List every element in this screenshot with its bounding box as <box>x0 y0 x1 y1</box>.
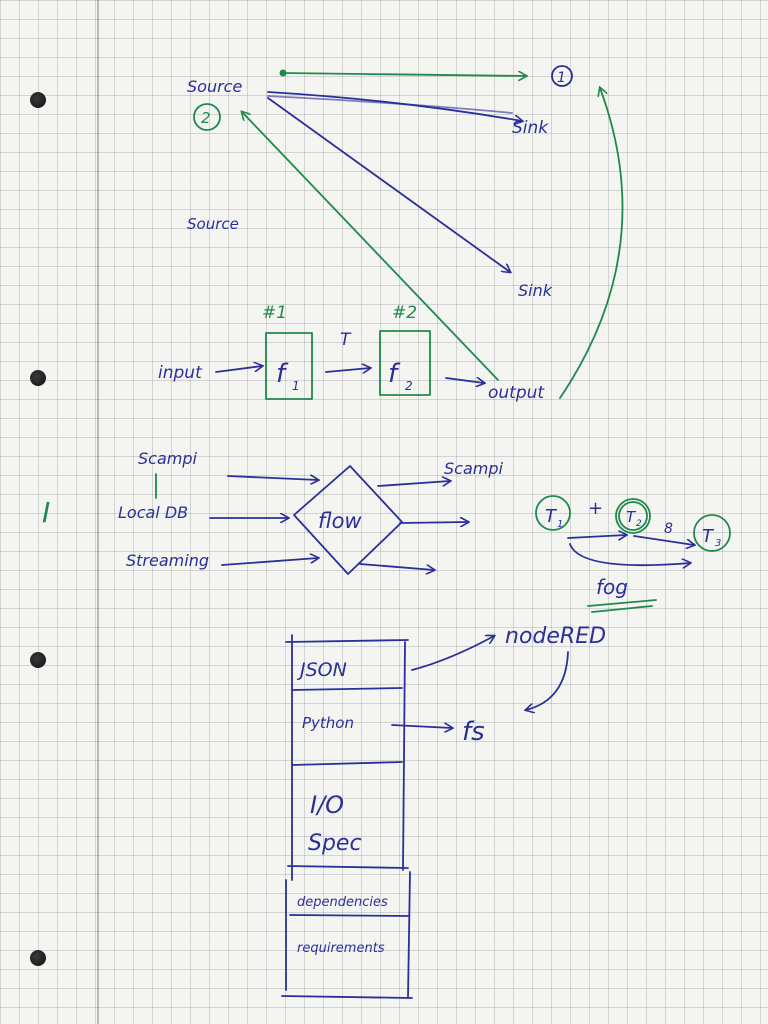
row-requirements: requirements <box>297 941 385 956</box>
input-streaming: Streaming <box>126 551 209 570</box>
edge-t1-to-t3 <box>569 543 690 565</box>
source-mid-label: Source <box>187 215 239 233</box>
fog-label: fog <box>596 575 628 599</box>
t2-subscript: 2 <box>636 519 642 529</box>
edge-nodered-to-fs <box>526 651 569 710</box>
output-label: output <box>488 383 545 403</box>
stack-divider-2 <box>291 761 403 766</box>
input-local-db: Local DB <box>118 503 188 522</box>
edge-flow-out-1 <box>377 481 450 487</box>
flow-section: I Scampi Local DB Streaming flow Scampi <box>42 449 504 574</box>
source-top-label: Source <box>187 77 242 96</box>
edge-python-to-fs <box>391 725 452 728</box>
plus-sign: + <box>588 498 603 519</box>
edge-source-to-sink-b <box>267 97 510 272</box>
edge-label-t: T <box>340 330 352 350</box>
punch-hole <box>30 370 46 386</box>
stack-right-border <box>402 641 406 871</box>
t2-circle-outer <box>615 498 651 534</box>
row-python: Python <box>302 714 354 732</box>
edge-t2-to-t3 <box>633 535 694 545</box>
fog-underline <box>587 599 657 607</box>
punch-hole <box>30 652 46 668</box>
margin-line <box>97 0 99 1024</box>
stack-divider-4 <box>289 914 409 917</box>
stack-divider-3 <box>287 865 409 869</box>
stack-bottom-border <box>281 995 413 999</box>
node-red-label: nodeRED <box>505 624 606 649</box>
fog-underline-2 <box>591 605 653 613</box>
marker-2-label: 2 <box>201 109 211 127</box>
t3-circle <box>693 514 731 552</box>
input-label: input <box>158 363 203 383</box>
edge-input-to-f1 <box>215 366 262 373</box>
small-number: 8 <box>664 521 673 537</box>
row-spec: Spec <box>308 831 362 856</box>
fog-nodes: T 1 + T 2 8 T 3 fog <box>535 495 731 613</box>
edge-flow-out-3 <box>359 563 434 570</box>
flow-label: flow <box>318 509 362 533</box>
t1-circle <box>535 495 571 531</box>
punch-hole <box>30 92 46 108</box>
flow-diamond <box>293 465 403 575</box>
edge-source-to-sink-a <box>267 91 522 121</box>
stack-top-border <box>285 639 409 643</box>
stack-divider-1 <box>291 687 403 691</box>
f2-box <box>379 330 431 396</box>
f1-label: f <box>276 359 289 389</box>
source-sink-graph: Source 2 1 Sink Source Sink <box>187 65 624 399</box>
f2-subscript: 2 <box>405 379 413 393</box>
edge-output-to-2 <box>242 112 499 381</box>
row-json: JSON <box>296 659 347 681</box>
row-dependencies: dependencies <box>297 895 388 910</box>
sink-b-label: Sink <box>518 281 553 300</box>
stage-2-number: #2 <box>392 303 417 323</box>
f2-label: f <box>388 359 401 389</box>
spec-stack: JSON Python I/O Spec dependencies requir… <box>281 624 606 999</box>
edge-source-to-1 <box>282 73 526 76</box>
stage-1-number: #1 <box>262 303 287 323</box>
fs-label: fs <box>462 717 485 747</box>
marker-2-circle <box>193 103 221 131</box>
row-io: I/O <box>310 791 344 819</box>
stack-lower-right <box>407 871 411 999</box>
edge-f2-to-output <box>445 378 484 383</box>
edge-t1-to-t2 <box>567 535 626 538</box>
marker-1-circle <box>551 65 573 87</box>
t3-subscript: 3 <box>715 538 721 549</box>
edge-source-to-sink-a-stroke2 <box>267 95 513 114</box>
punch-hole <box>30 950 46 966</box>
input-scampi: Scampi <box>138 449 198 468</box>
edge-json-to-nodered <box>411 636 494 671</box>
f1-subscript: 1 <box>292 379 300 393</box>
t1-label: T <box>545 506 558 527</box>
output-scampi: Scampi <box>444 459 504 478</box>
edge-f1-to-f2 <box>325 368 370 372</box>
t2-label: T <box>626 508 637 526</box>
t3-label: T <box>702 526 715 547</box>
edge-flow-out-2 <box>399 522 468 523</box>
t1-subscript: 1 <box>557 519 563 530</box>
edge-output-to-1 <box>559 88 624 399</box>
section-roman-numeral: I <box>42 496 50 529</box>
edge-scampi-to-flow <box>227 476 318 480</box>
f1-box <box>265 332 313 400</box>
marker-1-label: 1 <box>557 70 566 86</box>
pipeline: #1 #2 input f 1 T f 2 output <box>158 303 545 403</box>
t2-circle <box>618 501 648 531</box>
edge-streaming-to-flow <box>221 558 318 566</box>
